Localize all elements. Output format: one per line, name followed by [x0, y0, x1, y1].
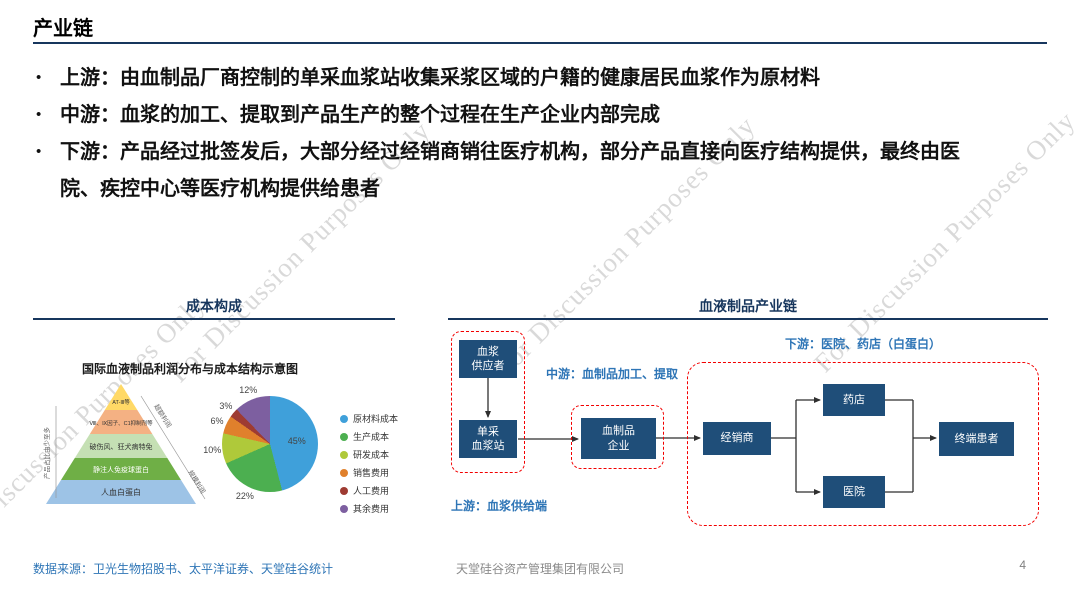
cost-section-header: 成本构成 — [186, 300, 242, 315]
pyramid-right-top-label: 超额利润 — [152, 402, 173, 429]
bullet-downstream: 下游：产品经过批签发后，大部分经过经销商销往医疗机构，部分产品直接向医疗结构提供… — [36, 134, 1000, 208]
legend-dot — [340, 414, 348, 423]
pie-slice-label: 45% — [287, 435, 306, 446]
legend-label: 生产成本 — [353, 432, 390, 442]
page-number: 4 — [1019, 558, 1026, 572]
upstream-stage-label: 上游：血浆供给端 — [451, 499, 548, 513]
pyramid-band-3 — [74, 434, 168, 458]
pie-slice-label: 10% — [203, 444, 222, 455]
node-end-patient: 终端患者 — [939, 422, 1014, 456]
company-footer: 天堂硅谷资产管理集团有限公司 — [455, 562, 624, 576]
legend-label: 销售费用 — [353, 468, 390, 478]
pyramid-band-2 — [89, 410, 153, 434]
legend-label: 研发成本 — [353, 450, 390, 460]
legend-label: 原材料成本 — [353, 414, 399, 424]
legend-item: 原材料成本 — [340, 412, 398, 425]
pyramid-bands — [46, 384, 196, 504]
bullet-midstream: 中游：血浆的加工、提取到产品生产的整个过程在生产企业内部完成 — [36, 97, 1000, 134]
pie-chart — [222, 396, 318, 492]
legend-dot — [340, 486, 348, 495]
pyramid-level-label: 静注人免疫球蛋白 — [93, 465, 149, 474]
pyramid-left-axis-label: 产品占比由少至多 — [42, 427, 51, 480]
legend-dot — [340, 450, 348, 459]
pie-slice-label: 3% — [219, 401, 233, 412]
title-divider — [33, 42, 1047, 44]
pyramid-axis-lines — [55, 395, 206, 500]
pyramid-level-label: 破伤风、狂犬病特免 — [90, 442, 153, 451]
page-title: 产业链 — [33, 18, 93, 40]
midstream-group-outline — [571, 405, 664, 469]
pie-slice-label: 22% — [235, 491, 254, 502]
cost-section-divider — [33, 318, 395, 320]
legend-item: 生产成本 — [340, 430, 398, 443]
pie-slice-label: 12% — [239, 385, 258, 396]
midstream-stage-label: 中游：血制品加工、提取 — [546, 367, 679, 381]
node-plasma-station: 单采 血浆站 — [459, 420, 517, 458]
pyramid-level-label: Ⅷ、Ⅸ因子、C1抑制剂等 — [89, 419, 153, 427]
node-distributor: 经销商 — [703, 422, 771, 455]
node-pharmacy: 药店 — [823, 384, 885, 416]
legend-dot — [340, 504, 348, 513]
pie-slice-label: 6% — [210, 415, 224, 426]
legend-item: 研发成本 — [340, 448, 398, 461]
pyramid-band-1 — [104, 384, 138, 410]
node-hospital: 医院 — [823, 476, 885, 508]
pyramid-chart: AT-Ⅲ等 Ⅷ、Ⅸ因子、C1抑制剂等 破伤风、狂犬病特免 静注人免疫球蛋白 人血… — [42, 384, 208, 504]
legend-label: 其余费用 — [353, 504, 390, 514]
node-plasma-supplier: 血浆 供应者 — [459, 340, 517, 378]
bullet-list: 上游：由血制品厂商控制的单采血浆站收集采浆区域的户籍的健康居民血浆作为原材料 中… — [36, 60, 1000, 208]
chain-section-divider — [448, 318, 1048, 320]
pyramid-level-label: 人血白蛋白 — [101, 487, 141, 497]
pyramid-right-bottom-label: 规模利润 — [186, 468, 207, 495]
legend-item: 销售费用 — [340, 466, 398, 479]
pyramid-band-5 — [46, 480, 196, 504]
pyramid-level-label: AT-Ⅲ等 — [112, 398, 130, 406]
data-source-note: 数据来源：卫光生物招股书、太平洋证券、天堂硅谷统计 — [33, 562, 334, 576]
chain-section-header: 血液制品产业链 — [699, 300, 797, 315]
node-blood-product-manufacturer: 血制品 企业 — [581, 418, 656, 459]
cost-chart-title: 国际血液制品利润分布与成本结构示意图 — [81, 362, 298, 376]
legend-item: 人工费用 — [340, 484, 398, 497]
bullet-upstream: 上游：由血制品厂商控制的单采血浆站收集采浆区域的户籍的健康居民血浆作为原材料 — [36, 60, 1000, 97]
pie-legend: 原材料成本 生产成本 研发成本 销售费用 人工费用 其余费用 — [340, 412, 398, 520]
legend-label: 人工费用 — [353, 486, 390, 496]
downstream-group-outline — [687, 362, 1039, 526]
upstream-group-outline — [451, 331, 525, 473]
pie-wrapper: 45% 22% 10% 6% 3% 12% — [203, 384, 330, 508]
legend-item: 其余费用 — [340, 502, 398, 515]
downstream-stage-label: 下游：医院、药店（白蛋白） — [785, 337, 942, 351]
legend-dot — [340, 432, 348, 441]
industry-chain-diagram: 血浆 供应者 单采 血浆站 血制品 企业 经销商 药店 医院 终端患者 上游：血… — [440, 325, 1052, 547]
legend-dot — [340, 468, 348, 477]
pyramid-band-4 — [61, 458, 181, 480]
